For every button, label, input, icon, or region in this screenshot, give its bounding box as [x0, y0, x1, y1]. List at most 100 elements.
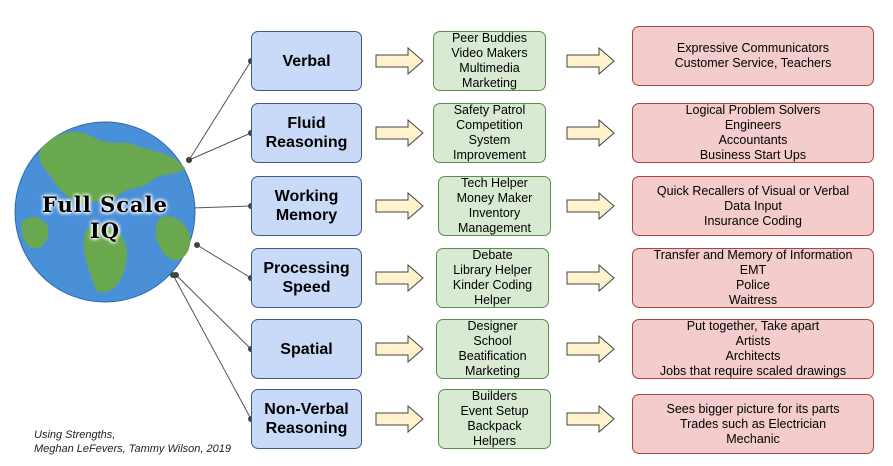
category-box-line: Speed: [282, 279, 331, 296]
activity-box-line: Video Makers: [451, 46, 528, 60]
globe-title-line: Full Scale: [42, 192, 168, 217]
activity-box-line: Inventory: [468, 206, 521, 220]
connector-line: [188, 132, 252, 161]
right-block-arrow-icon: [566, 334, 615, 364]
career-box-line: Business Start Ups: [699, 148, 807, 162]
career-box-line: Insurance Coding: [704, 213, 802, 228]
activity-box-line: Marketing: [462, 76, 517, 90]
category-box-line: Fluid: [287, 115, 326, 132]
activity-box-line: Management: [458, 221, 531, 235]
right-block-arrow-icon: [375, 404, 424, 434]
career-box-line: Engineers: [724, 118, 782, 132]
career-box-line: Mechanic: [726, 431, 780, 446]
category-box-line: Reasoning: [265, 420, 348, 437]
connector-line: [196, 244, 252, 279]
career-box-line: Put together, Take apart: [686, 319, 820, 333]
category-box-line: Memory: [275, 207, 338, 224]
globe-landmass-west: [21, 217, 49, 249]
activity-box-line: Marketing: [465, 364, 520, 378]
right-block-arrow-icon: [566, 263, 615, 293]
activity-box-line: Event Setup: [460, 404, 529, 418]
career-box-line: Expressive Communicators: [676, 41, 830, 55]
flow-arrows: [375, 46, 615, 434]
activity-box-line: Multimedia: [459, 61, 520, 75]
category-box-line: Spatial: [280, 340, 333, 358]
activity-box-line: Helper: [474, 293, 511, 307]
activity-box-line: School: [473, 334, 512, 348]
category-box-line: Reasoning: [265, 134, 348, 151]
career-box-line: Jobs that require scaled drawings: [659, 364, 847, 378]
career-box-line: Waitress: [728, 293, 778, 307]
category-box-line: Processing: [263, 260, 350, 277]
activity-box-line: Debate: [472, 248, 513, 262]
activity-box-line: Backpack: [467, 419, 522, 433]
right-block-arrow-icon: [375, 46, 424, 76]
career-box-line: Accountants: [718, 133, 788, 147]
activity-box-line: Builders: [471, 389, 518, 403]
right-block-arrow-icon: [566, 118, 615, 148]
career-box-line: Customer Service, Teachers: [674, 56, 832, 70]
career-box-line: Data Input: [724, 198, 782, 213]
career-box-line: Police: [735, 278, 771, 292]
career-box-line: Sees bigger picture for its parts: [666, 401, 840, 416]
right-block-arrow-icon: [566, 191, 615, 221]
career-box-line: Architects: [725, 349, 781, 363]
activity-box-line: Kinder Coding: [452, 278, 533, 292]
right-block-arrow-icon: [375, 191, 424, 221]
credit-note: Using Strengths, Meghan LeFevers, Tammy …: [34, 428, 231, 456]
credit-line: Using Strengths,: [34, 429, 116, 441]
activity-box-line: Helpers: [472, 434, 517, 448]
right-block-arrow-icon: [375, 263, 424, 293]
activity-box-line: Library Helper: [453, 263, 532, 277]
activity-box-line: Safety Patrol: [453, 103, 526, 117]
career-box-line: Logical Problem Solvers: [685, 103, 821, 117]
career-box-line: Trades such as Electrician: [679, 416, 827, 431]
connector-line: [191, 205, 252, 209]
category-box: Verbal: [251, 31, 362, 91]
activity-box-line: Peer Buddies: [451, 31, 528, 45]
category-box-line: Verbal: [282, 52, 331, 70]
connector-line: [188, 60, 252, 161]
activity-box-line: Designer: [467, 319, 518, 333]
credit-line: Meghan LeFevers, Tammy Wilson, 2019: [34, 443, 231, 455]
activity-box-line: Money Maker: [456, 191, 533, 205]
globe-title-line: IQ: [89, 218, 121, 243]
earth-globe-icon: [14, 121, 196, 303]
right-block-arrow-icon: [566, 404, 615, 434]
connector-dot-icon: [170, 272, 176, 278]
right-block-arrow-icon: [566, 46, 615, 76]
activity-box-line: Beatification: [458, 349, 527, 363]
right-block-arrow-icon: [375, 334, 424, 364]
globe-title: Full Scale IQ: [20, 192, 190, 244]
category-box: Spatial: [251, 319, 362, 379]
connector-dot-icon: [186, 157, 192, 163]
career-box-line: Quick Recallers of Visual or Verbal: [656, 183, 850, 198]
globe-landmass-south: [83, 225, 127, 293]
career-box-line: Transfer and Memory of Information: [653, 248, 853, 262]
activity-box-line: System: [468, 133, 511, 147]
category-box-line: Non-Verbal: [264, 401, 349, 418]
connector-line: [175, 274, 252, 350]
activity-box-line: Tech Helper: [461, 176, 528, 190]
activity-box-line: Improvement: [453, 148, 526, 162]
career-box-line: EMT: [739, 263, 767, 277]
connector-dot-icon: [194, 242, 200, 248]
category-box-line: Working: [274, 188, 339, 205]
